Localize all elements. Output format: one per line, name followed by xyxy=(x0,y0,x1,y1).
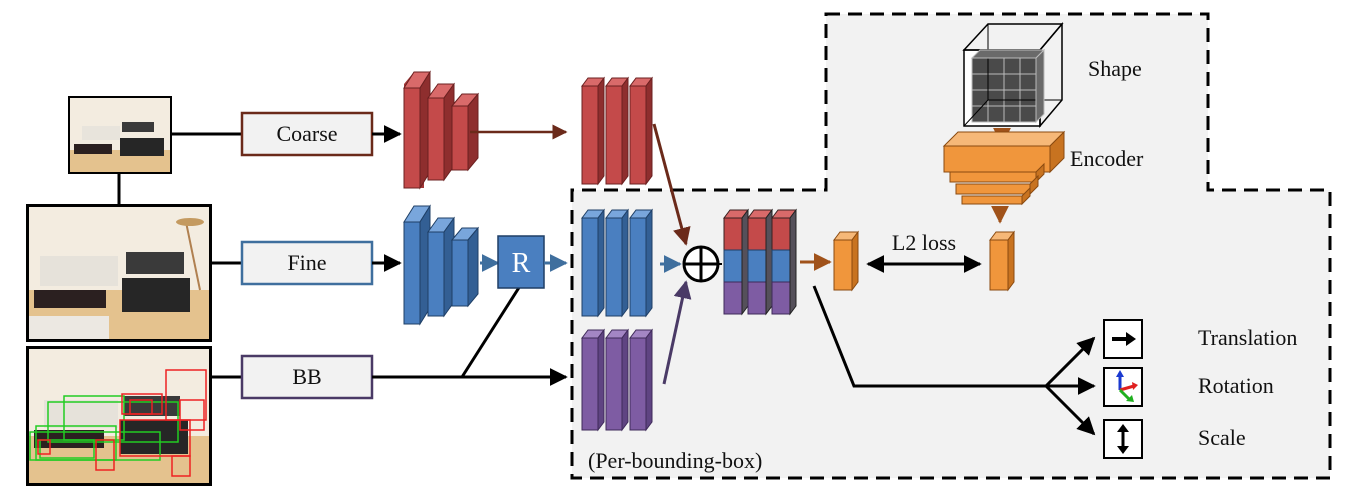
scale-arrow-icon xyxy=(1103,419,1143,459)
encoder-block xyxy=(942,130,1066,206)
l2-loss-label: L2 loss xyxy=(892,230,956,255)
concat-feature-stack xyxy=(723,208,797,316)
sum-operator-icon xyxy=(682,245,720,283)
target-shape-code xyxy=(989,230,1015,292)
voxel-grid-icon xyxy=(962,21,1064,129)
rotation-label: Rotation xyxy=(1198,373,1274,398)
fine-image xyxy=(26,204,212,342)
roi-pooling-box: R xyxy=(497,235,545,289)
coarse-label: Coarse xyxy=(276,121,337,146)
roi-label: R xyxy=(512,248,531,279)
per-bbox-panel: (Per-bounding-box) xyxy=(570,12,1332,480)
coarse-image xyxy=(68,96,172,174)
fine-label: Fine xyxy=(287,250,326,275)
rotation-axes-icon xyxy=(1103,367,1143,407)
bb-image xyxy=(26,346,212,486)
shape-label: Shape xyxy=(1088,56,1142,81)
encoder-label: Encoder xyxy=(1070,146,1144,171)
translation-arrow-icon xyxy=(1103,319,1143,359)
scale-label: Scale xyxy=(1198,425,1246,450)
coarse-conv-stack xyxy=(403,70,480,190)
per-bbox-label: (Per-bounding-box) xyxy=(588,448,762,473)
bb-label: BB xyxy=(292,364,321,389)
fine-box: Fine xyxy=(240,240,374,286)
predicted-shape-code xyxy=(833,230,859,292)
bb-box: BB xyxy=(240,354,374,400)
purple-feature-stack xyxy=(581,328,653,432)
blue-feature-stack xyxy=(581,208,653,318)
translation-label: Translation xyxy=(1198,325,1297,350)
fine-conv-stack xyxy=(403,204,480,326)
red-feature-stack xyxy=(581,76,653,186)
coarse-box: Coarse xyxy=(240,111,374,157)
